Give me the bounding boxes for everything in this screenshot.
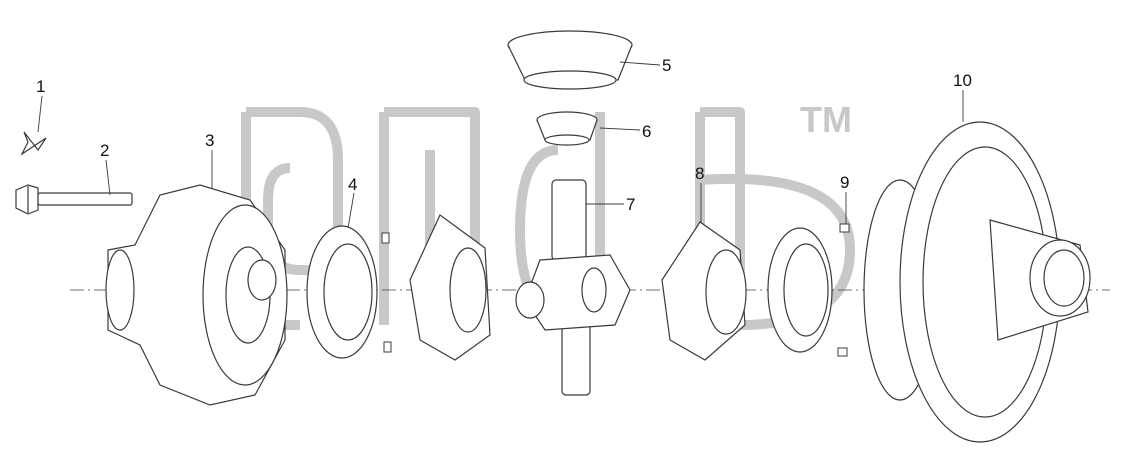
callout-5: 5 (662, 56, 671, 75)
bolt-icon (15, 184, 133, 215)
ring-gear-case-icon (863, 121, 1091, 443)
callout-1: 1 (36, 77, 45, 96)
pin-icon (837, 223, 850, 357)
spider-cross-icon (515, 179, 631, 396)
thrust-washer-icon (306, 225, 378, 359)
callout-9: 9 (840, 173, 849, 192)
trademark-text: TM (800, 99, 852, 140)
callout-7: 7 (626, 195, 635, 214)
case-half-icon (105, 184, 288, 406)
leader-lines (37, 61, 964, 229)
side-gear-icon (409, 214, 747, 361)
cotter-pin-icon (20, 131, 47, 156)
callout-6: 6 (642, 122, 651, 141)
bevel-gear-icon (507, 30, 633, 90)
callout-10: 10 (953, 71, 972, 90)
callout-4: 4 (348, 175, 357, 194)
callout-labels: 1 2 3 4 5 6 7 8 9 10 (36, 56, 972, 214)
callout-2: 2 (100, 141, 109, 160)
callout-8: 8 (695, 164, 704, 183)
thrust-washer-icon (767, 227, 833, 353)
pinion-gear-icon (536, 111, 598, 146)
callout-3: 3 (205, 131, 214, 150)
